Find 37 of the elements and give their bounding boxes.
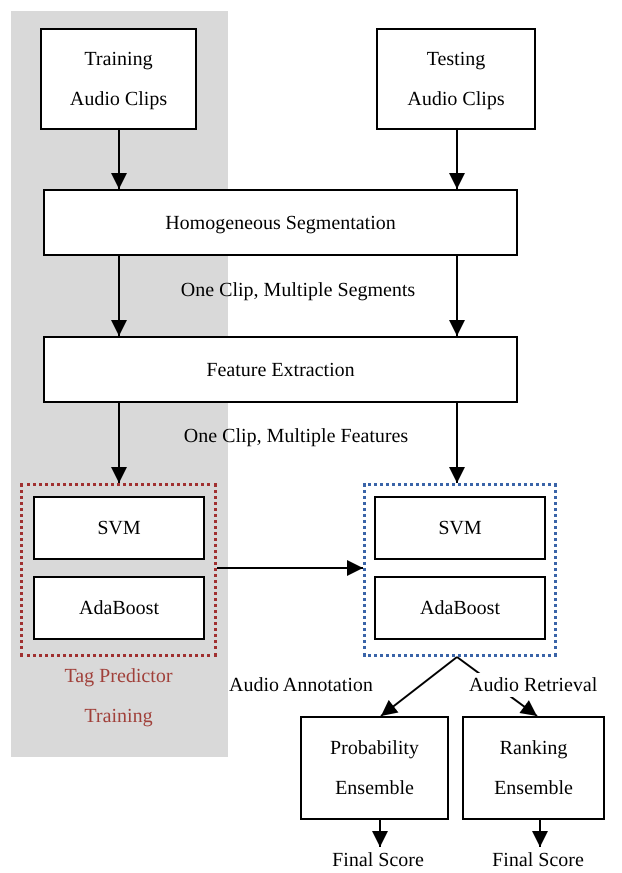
model-box <box>33 576 205 640</box>
flow-note: One Clip, Multiple Features <box>184 424 408 448</box>
box-label: Ranking Ensemble <box>493 736 574 801</box>
model-box <box>374 576 546 640</box>
box-label: Homogeneous Segmentation <box>164 210 397 236</box>
model-group <box>363 483 557 657</box>
arrow <box>372 820 388 847</box>
model-box <box>374 496 546 560</box>
arrow <box>449 130 465 189</box>
arrow <box>449 403 465 483</box>
process-box <box>43 189 518 256</box>
box-label: Feature Extraction <box>205 358 356 382</box>
model-box <box>33 496 205 560</box>
box-label: Training Audio Clips <box>68 47 168 112</box>
box-label: Testing Audio Clips <box>406 47 506 112</box>
arrow <box>449 256 465 336</box>
arrow <box>111 403 127 483</box>
group-caption: Tag Predictor Training <box>63 664 174 729</box>
arrow <box>111 256 127 336</box>
process-box <box>43 336 518 403</box>
ensemble-box <box>300 716 449 820</box>
output-label: Final Score <box>331 848 425 873</box>
arrow <box>380 656 458 717</box>
edge-label: Audio Retrieval <box>468 673 598 697</box>
output-label: Final Score <box>491 848 585 873</box>
input-box <box>376 28 536 130</box>
arrow <box>111 130 127 189</box>
arrow <box>217 560 363 576</box>
box-label: SVM <box>437 516 483 541</box>
box-label: Probability Ensemble <box>329 736 420 801</box>
box-label: SVM <box>96 516 142 541</box>
ensemble-box <box>462 716 605 820</box>
input-box <box>40 28 197 130</box>
box-label: AdaBoost <box>419 596 501 621</box>
flow-note: One Clip, Multiple Segments <box>180 278 416 302</box>
box-label: AdaBoost <box>78 596 160 621</box>
arrow <box>532 820 548 847</box>
